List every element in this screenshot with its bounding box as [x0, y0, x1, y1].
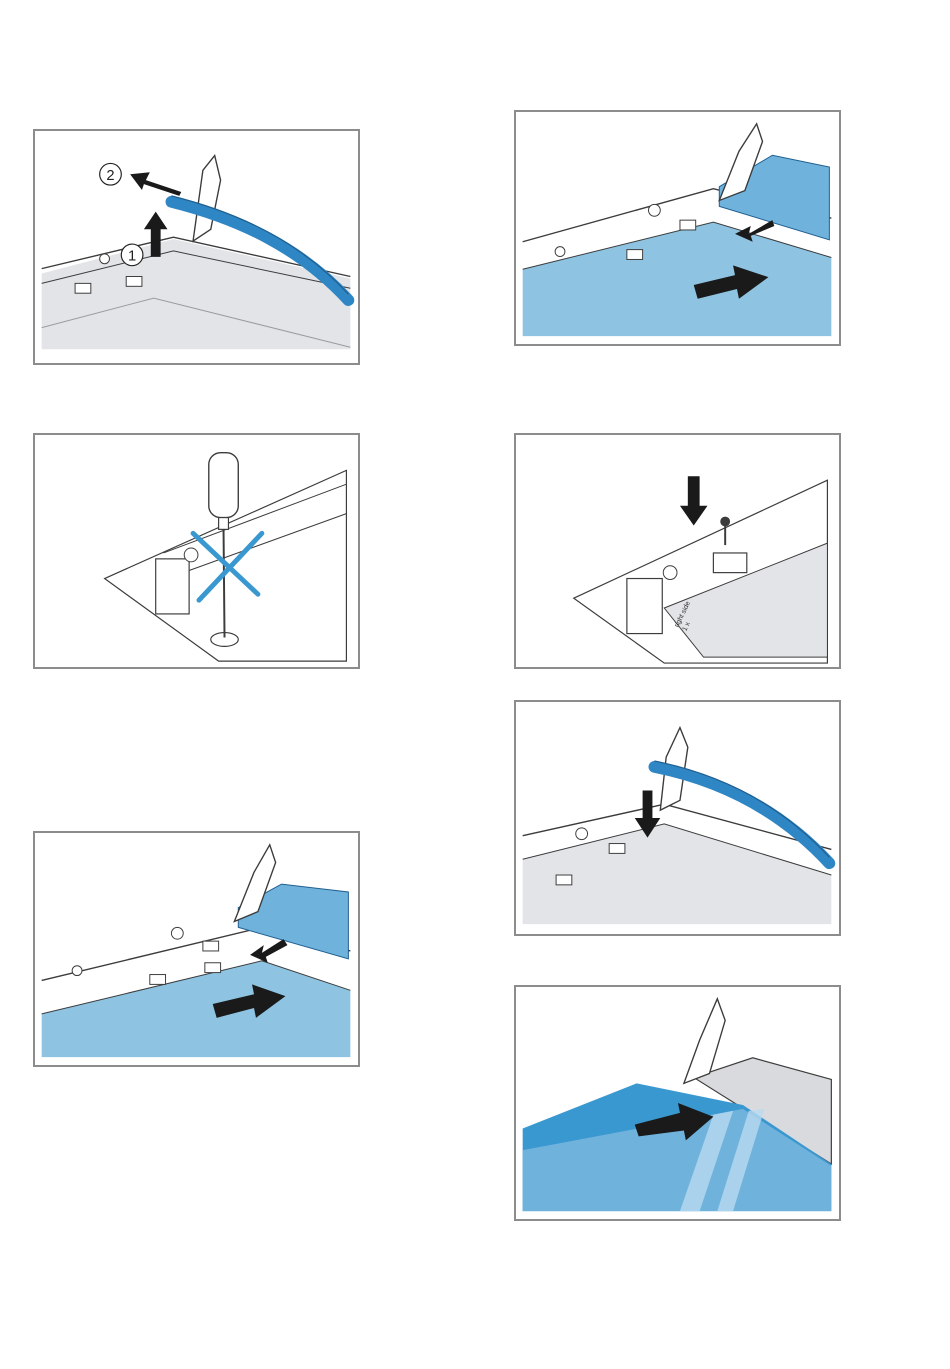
remove-seal-drawing: 2 1 [35, 131, 358, 363]
slide-inner-glass-drawing [516, 987, 839, 1219]
illustration-insert-glass-left [33, 831, 360, 1067]
left-arrow-icon [130, 172, 181, 196]
illustration-screw-clip: right side 1 x [514, 433, 841, 669]
insert-glass-right-drawing [516, 112, 839, 344]
step-badge-1: 1 [121, 244, 143, 266]
screw-clip-drawing: right side 1 x [516, 435, 839, 667]
illustration-insert-glass-right [514, 110, 841, 346]
illustration-press-seal [514, 700, 841, 936]
illustration-do-not-unscrew [33, 433, 360, 669]
insert-glass-left-drawing [35, 833, 358, 1065]
illustration-remove-seal: 2 1 [33, 129, 360, 365]
press-seal-drawing [516, 702, 839, 934]
step-badge-2: 2 [100, 163, 122, 185]
do-not-unscrew-drawing [35, 435, 358, 667]
step-number-2: 2 [106, 168, 114, 184]
illustration-slide-inner-glass [514, 985, 841, 1221]
left-arrow-icon [250, 939, 287, 963]
down-arrow-icon [680, 476, 708, 525]
step-number-1: 1 [128, 249, 136, 265]
